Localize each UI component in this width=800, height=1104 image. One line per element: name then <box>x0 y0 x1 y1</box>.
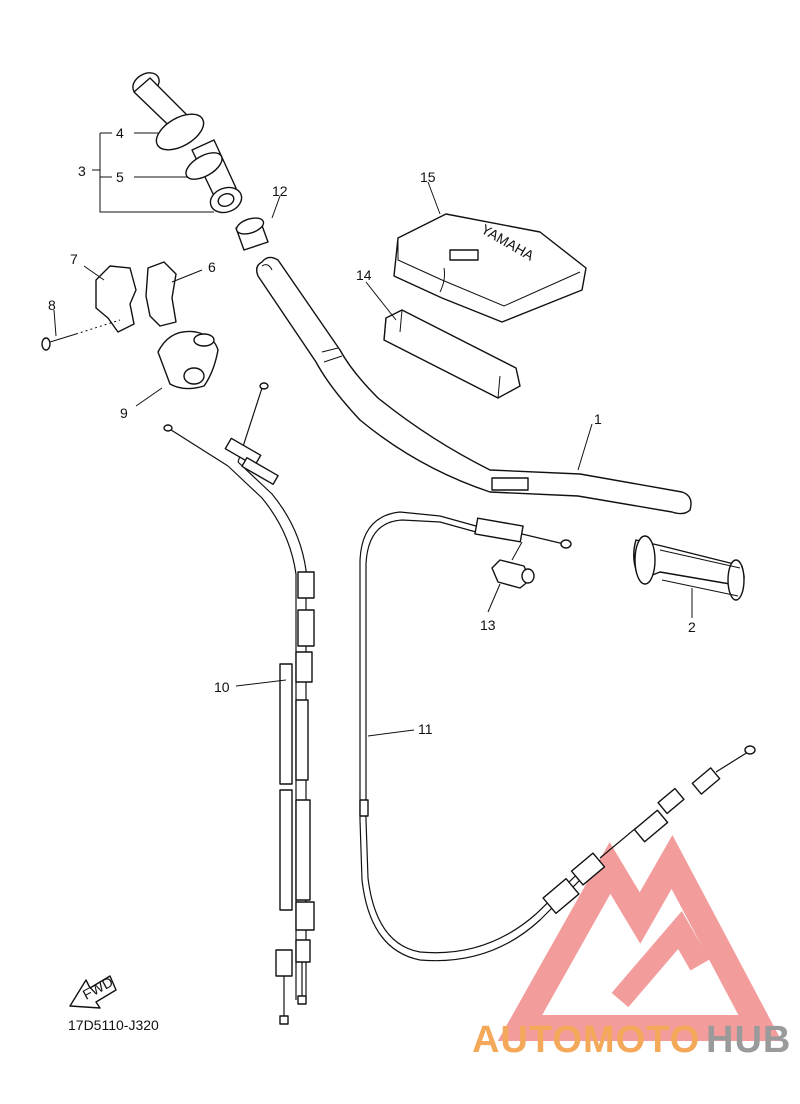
leader-lines <box>53 132 693 737</box>
throttle-cables <box>163 382 315 1025</box>
screw <box>41 319 121 351</box>
callout-5: 5 <box>116 169 124 185</box>
collar <box>235 217 269 251</box>
callout-3: 3 <box>78 163 86 179</box>
diagram-code: 17D5110-J320 <box>68 1017 159 1033</box>
watermark-logo <box>497 835 782 1041</box>
grip-right <box>633 535 745 601</box>
clutch-cable <box>359 511 756 962</box>
callout-7: 7 <box>70 251 78 267</box>
throttle-housing <box>95 261 177 333</box>
handlebar-pad <box>383 309 521 399</box>
throttle-cap <box>157 330 219 390</box>
callout-6: 6 <box>208 259 216 275</box>
callout-13: 13 <box>480 617 496 633</box>
cable-adjuster <box>491 541 535 589</box>
callout-10: 10 <box>214 679 230 695</box>
callout-14: 14 <box>356 267 372 283</box>
callout-9: 9 <box>120 405 128 421</box>
callout-1: 1 <box>594 411 602 427</box>
callout-labels: 1 2 3 4 5 6 7 8 9 10 11 12 13 14 15 <box>48 125 696 737</box>
forward-arrow: FWD <box>69 974 117 1009</box>
watermark-brand-secondary: HUB <box>706 1019 791 1061</box>
callout-12: 12 <box>272 183 288 199</box>
watermark-brand-primary: AUTOMOTO <box>472 1019 700 1061</box>
callout-8: 8 <box>48 297 56 313</box>
watermark-text: AUTOMOTO HUB <box>472 1019 791 1061</box>
throttle-grip-assembly <box>132 72 243 214</box>
callout-4: 4 <box>116 125 124 141</box>
callout-15: 15 <box>420 169 436 185</box>
bar-cover: YAMAHA <box>393 213 587 323</box>
callout-11: 11 <box>418 721 433 737</box>
callout-2: 2 <box>688 619 696 635</box>
handlebar <box>255 256 692 515</box>
